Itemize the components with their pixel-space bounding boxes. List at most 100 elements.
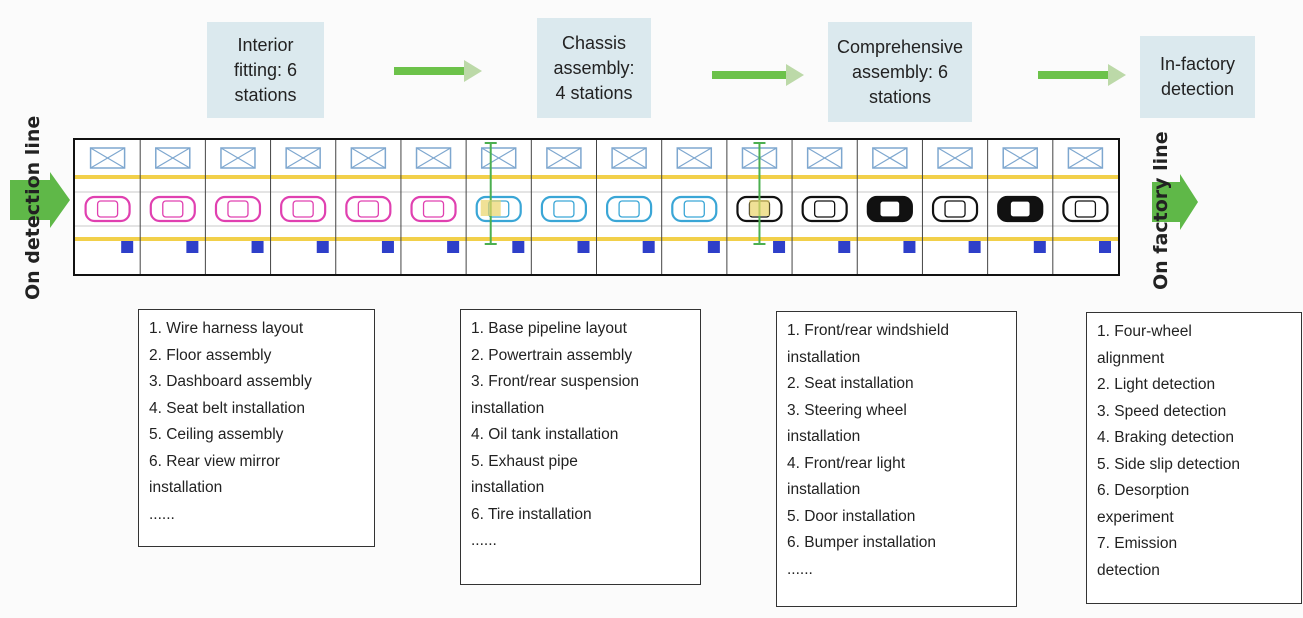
task-item: 2. Light detection [1097, 376, 1216, 393]
label-on-detection-line: On detection line [22, 115, 44, 300]
station-box-icon [155, 147, 191, 169]
task-list-comprehensive-assembly: 1. Front/rear windshield installation 2. … [776, 311, 1017, 607]
task-item: 6. Rear view mirror installation [149, 452, 280, 497]
car-window-icon [292, 200, 314, 218]
station-box-icon [937, 147, 973, 169]
station-marker [707, 241, 720, 253]
task-item: 6. Bumper installation [787, 534, 937, 551]
station-box-icon [807, 147, 842, 169]
station-box-icon [611, 147, 647, 169]
station-box-icon [546, 147, 582, 169]
task-item: 3. Front/rear suspension installation [471, 373, 640, 417]
task-item: 2. Seat installation [787, 375, 914, 392]
station-marker [512, 241, 525, 253]
station-marker [1033, 241, 1046, 253]
car-window-icon [944, 200, 966, 218]
flow-arrow-icon [712, 64, 804, 86]
station-marker [968, 241, 981, 253]
station-box-icon [481, 147, 517, 169]
station-box-icon [350, 147, 387, 169]
car-window-icon [814, 200, 836, 218]
station-marker [577, 241, 590, 253]
station-marker [316, 241, 329, 253]
station-box-icon [1002, 147, 1038, 169]
car-window-icon [96, 200, 119, 218]
task-item: 2. Powertrain assembly [471, 346, 633, 364]
station-box-icon [1068, 147, 1103, 169]
station-box-icon [872, 147, 908, 169]
car-window-icon [618, 200, 640, 218]
entry-arrow-icon [10, 172, 70, 228]
station-box-icon [872, 147, 908, 169]
station-box-icon [155, 147, 191, 169]
station-marker [381, 241, 394, 253]
car-window-icon [227, 200, 249, 218]
task-item: 4. Seat belt installation [149, 399, 305, 417]
station-box-icon [220, 147, 256, 169]
task-item: 5. Ceiling assembly [149, 426, 284, 443]
station-box-icon [90, 147, 125, 169]
task-item: ...... [471, 532, 497, 549]
station-box-icon [611, 147, 647, 169]
task-item: 5. Side slip detection [1097, 455, 1241, 473]
station-marker [186, 241, 199, 253]
station-box-icon [1002, 147, 1038, 169]
transition-highlight [749, 200, 770, 216]
task-item: 5. Exhaust pipe installation [471, 452, 578, 497]
car-window-icon [422, 200, 445, 218]
task-item: ...... [787, 560, 813, 578]
task-item: ...... [149, 505, 175, 523]
task-item: 1. Wire harness layout [149, 320, 304, 337]
station-marker [642, 241, 655, 253]
station-marker [447, 241, 460, 253]
task-item: 3. Speed detection [1097, 402, 1227, 420]
car-window-icon [1009, 200, 1031, 218]
station-marker [903, 241, 916, 253]
task-list-chassis-assembly: 1. Base pipeline layout 2. Powertrain ass… [460, 309, 701, 585]
task-item: 1. Front/rear windshield installation [787, 322, 949, 366]
flow-arrow-icon [394, 60, 482, 82]
exit-arrow-icon [1152, 174, 1198, 230]
production-line [73, 138, 1120, 276]
station-marker [121, 241, 134, 253]
station-box-icon [546, 147, 582, 169]
task-item: 7. Emission detection [1097, 535, 1178, 579]
station-box-icon [416, 147, 451, 169]
task-item: 1. Four-wheel alignment [1097, 323, 1192, 367]
station-box-icon [676, 147, 712, 169]
station-box-icon [480, 147, 517, 169]
flow-arrow-icon [1038, 64, 1126, 86]
task-item: 4. Oil tank installation [471, 426, 619, 443]
transition-highlight [480, 200, 501, 216]
car-window-icon [162, 200, 184, 218]
station-box-icon [351, 147, 386, 169]
station-marker [773, 241, 786, 253]
task-item: 3. Steering wheel installation [787, 401, 907, 446]
station-box-icon [220, 147, 256, 169]
task-list-in-factory-detection: 1. Four-wheel alignment 2. Light detectio… [1086, 312, 1302, 604]
station-box-icon [1067, 147, 1104, 169]
task-item: 6. Tire installation [471, 505, 592, 523]
car-window-icon [553, 200, 575, 218]
production-line-stations [75, 140, 1118, 274]
task-item: 3. Dashboard assembly [149, 373, 312, 390]
stage-in-factory-detection: In-factory detection [1140, 36, 1255, 118]
station-marker [838, 241, 851, 253]
car-window-icon [1074, 200, 1097, 218]
station-box-icon [676, 147, 713, 169]
car-window-icon [879, 200, 901, 218]
station-box-icon [937, 147, 973, 169]
station-box-icon [285, 147, 321, 169]
task-item: 4. Front/rear light installation [787, 454, 906, 499]
station-box-icon [285, 147, 321, 169]
station-marker [1099, 241, 1111, 253]
car-window-icon [357, 200, 379, 218]
station-box-icon [415, 147, 452, 169]
label-on-factory-line: On factory line [1150, 131, 1172, 290]
task-item: 5. Door installation [787, 507, 916, 525]
task-item: 1. Base pipeline layout [471, 320, 627, 337]
station-box-icon [806, 147, 843, 169]
task-item: 2. Floor assembly [149, 346, 272, 364]
station-marker [251, 241, 264, 253]
